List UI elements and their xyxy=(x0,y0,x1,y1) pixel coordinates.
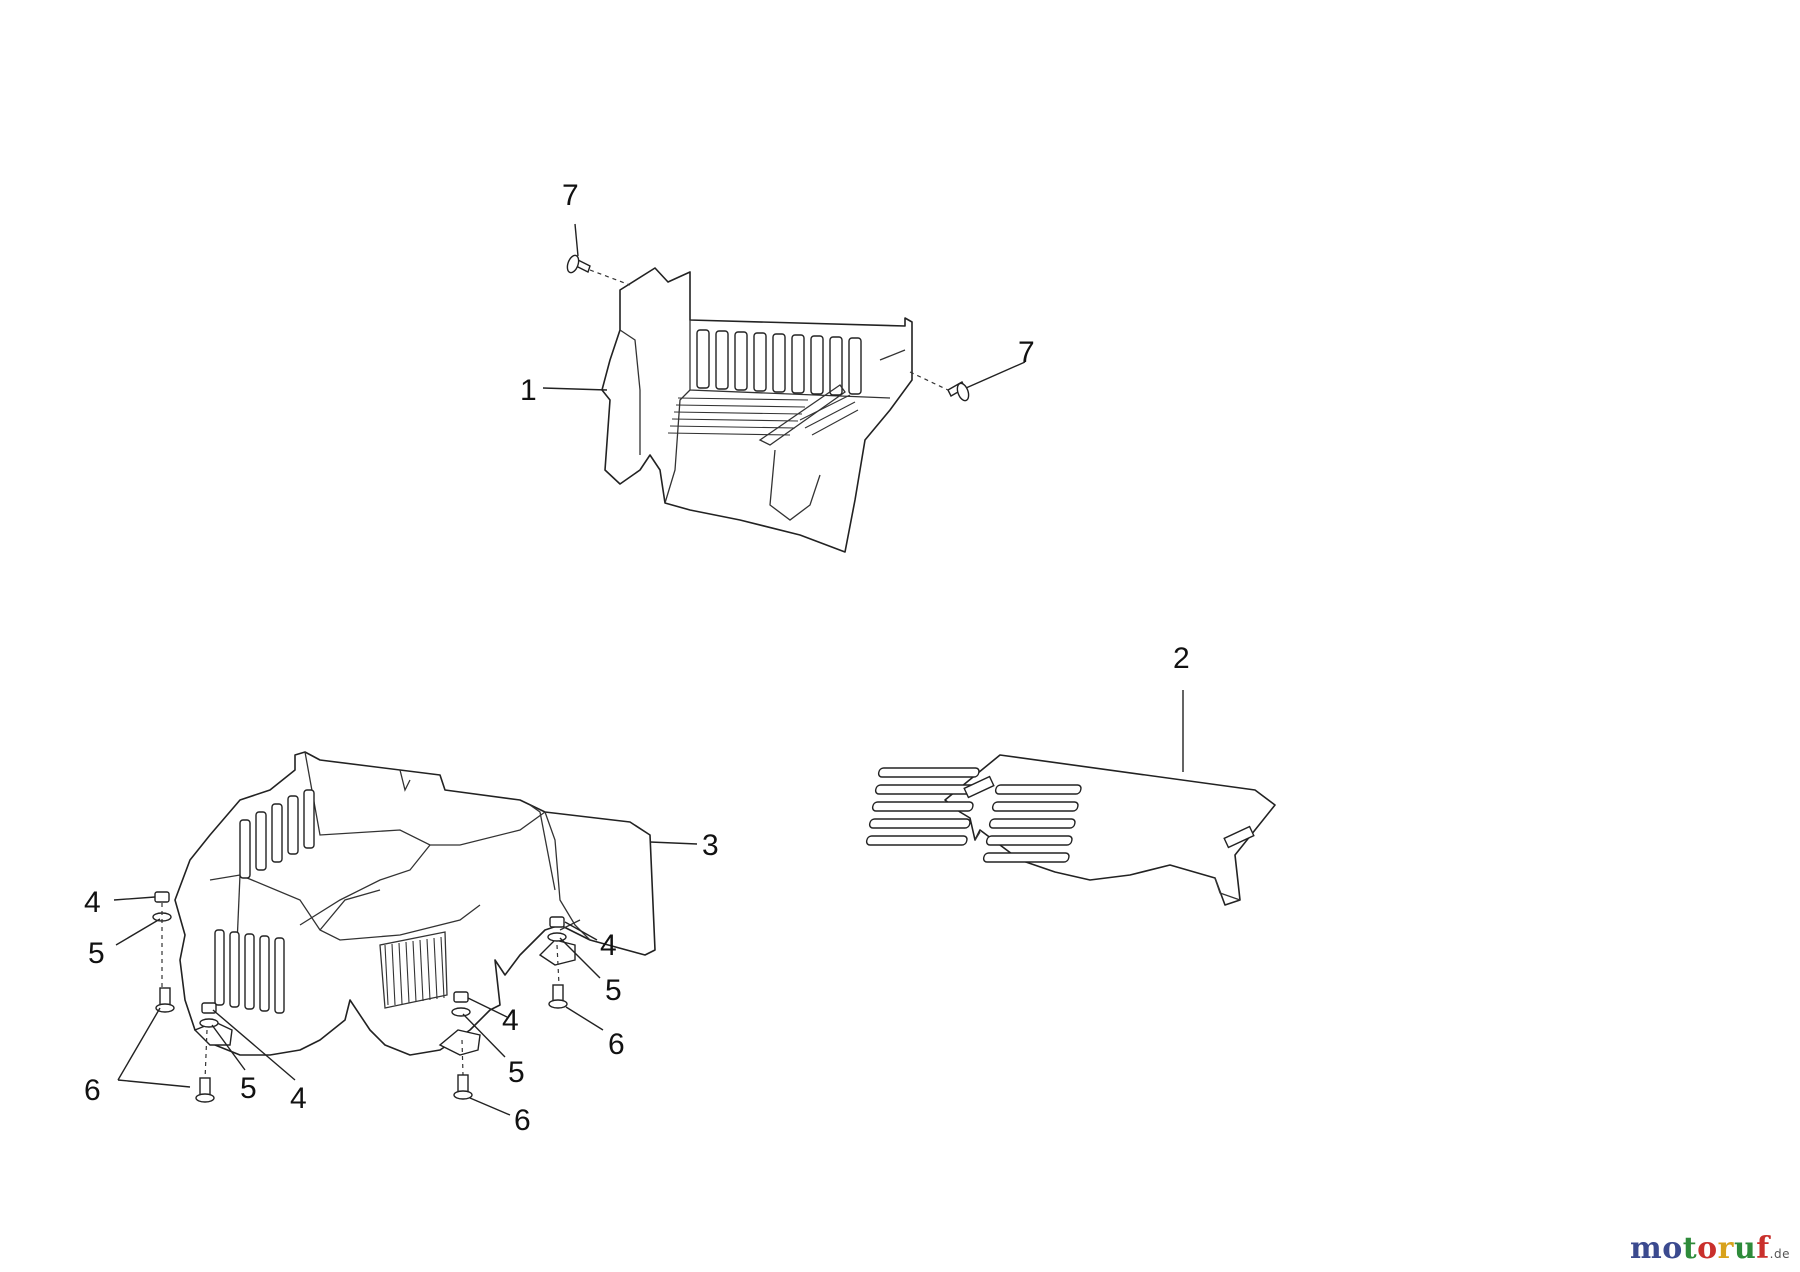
part-3-slots-left xyxy=(239,789,315,879)
watermark-logo: motoruf.de xyxy=(1630,1231,1790,1266)
callout-5-right: 5 xyxy=(605,974,622,1007)
part-3-slots-front xyxy=(214,929,285,1014)
leader-lines xyxy=(113,223,1184,1116)
callout-5-left: 5 xyxy=(88,937,105,970)
callout-7-right: 7 xyxy=(1018,336,1035,369)
logo-letter: u xyxy=(1733,1231,1757,1266)
callout-6-mid: 6 xyxy=(514,1104,531,1137)
logo-letter: o xyxy=(1697,1231,1718,1266)
callout-1: 1 xyxy=(520,374,537,407)
logo-letter: o xyxy=(1662,1231,1683,1266)
callout-7-top: 7 xyxy=(562,179,579,212)
hardware-right xyxy=(547,916,568,1009)
logo-letter: m xyxy=(1630,1231,1663,1266)
callout-4-front: 4 xyxy=(290,1082,307,1115)
part-1-floor-grille xyxy=(667,384,859,446)
callout-3: 3 xyxy=(702,829,719,862)
callout-labels: 1 7 7 2 3 4 5 6 5 4 4 5 6 4 5 6 xyxy=(84,179,1190,1137)
logo-letter: f xyxy=(1756,1231,1770,1266)
part-3-grille-right xyxy=(379,931,448,1009)
callout-4-mid: 4 xyxy=(502,1004,519,1037)
logo-letter: r xyxy=(1717,1231,1734,1266)
callout-2: 2 xyxy=(1173,642,1190,675)
part-1-slots xyxy=(696,329,862,396)
callout-4-left: 4 xyxy=(84,886,101,919)
logo-letter: t xyxy=(1682,1231,1698,1266)
callout-4-right: 4 xyxy=(600,929,617,962)
hardware-front-left xyxy=(195,1002,219,1103)
screw-7-right xyxy=(909,371,970,402)
hardware-front-right xyxy=(451,991,473,1100)
part-2-grille-plate xyxy=(865,754,1276,906)
callout-6-right: 6 xyxy=(608,1028,625,1061)
part-3-lower-shroud xyxy=(174,751,656,1056)
screw-7-left xyxy=(566,254,631,286)
part-1-basket-shroud xyxy=(601,267,913,553)
callout-5-front: 5 xyxy=(240,1072,257,1105)
callout-6-left: 6 xyxy=(84,1074,101,1107)
hardware-left xyxy=(152,891,175,1013)
part-2-slots xyxy=(865,767,1082,863)
callout-5-mid: 5 xyxy=(508,1056,525,1089)
logo-tld: .de xyxy=(1769,1247,1790,1261)
